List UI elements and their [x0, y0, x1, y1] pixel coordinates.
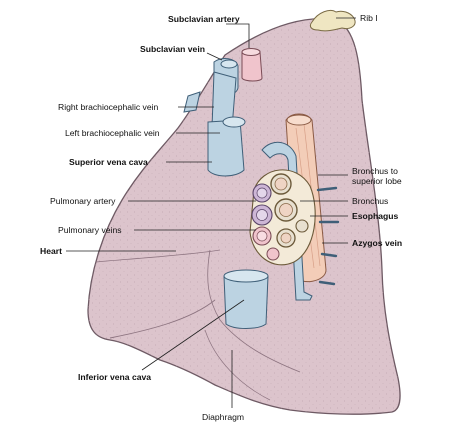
lung-texture	[88, 18, 400, 415]
subclavian-artery-vessel	[241, 48, 263, 82]
label-subclavian-vein: Subclavian vein	[140, 44, 205, 54]
cardiac-impression-line	[207, 249, 301, 373]
label-azygos-vein: Azygos vein	[352, 238, 402, 248]
rib-i-bone	[309, 9, 356, 32]
inferior-vena-cava-vessel	[223, 269, 269, 329]
lower-impression-line	[204, 329, 271, 401]
label-heart: Heart	[40, 246, 62, 256]
superior-vena-cava-vessel	[207, 116, 246, 177]
label-bronchus-to-superior-lobe-1: Bronchus to	[352, 166, 398, 176]
label-rib-i: Rib I	[360, 13, 378, 23]
fissure-line-upper	[95, 249, 221, 263]
label-subclavian-artery: Subclavian artery	[168, 14, 240, 24]
label-inferior-vena-cava: Inferior vena cava	[78, 372, 151, 382]
label-esophagus: Esophagus	[352, 211, 399, 221]
right-lung	[87, 18, 401, 415]
label-right-brachiocephalic-vein: Right brachiocephalic vein	[58, 102, 159, 112]
label-pulmonary-veins: Pulmonary veins	[58, 225, 122, 235]
label-bronchus-to-superior-lobe-2: superior lobe	[352, 176, 402, 186]
hilum-cluster	[249, 169, 316, 266]
label-superior-vena-cava: Superior vena cava	[69, 157, 148, 167]
label-left-brachiocephalic-vein: Left brachiocephalic vein	[65, 128, 160, 138]
label-pulmonary-artery: Pulmonary artery	[50, 196, 116, 206]
leader-lines	[66, 17, 356, 408]
label-diaphragm: Diaphragm	[202, 412, 244, 422]
label-bronchus: Bronchus	[352, 196, 388, 206]
fissure-line	[109, 299, 216, 339]
azygos-vein-vessel	[261, 141, 340, 301]
